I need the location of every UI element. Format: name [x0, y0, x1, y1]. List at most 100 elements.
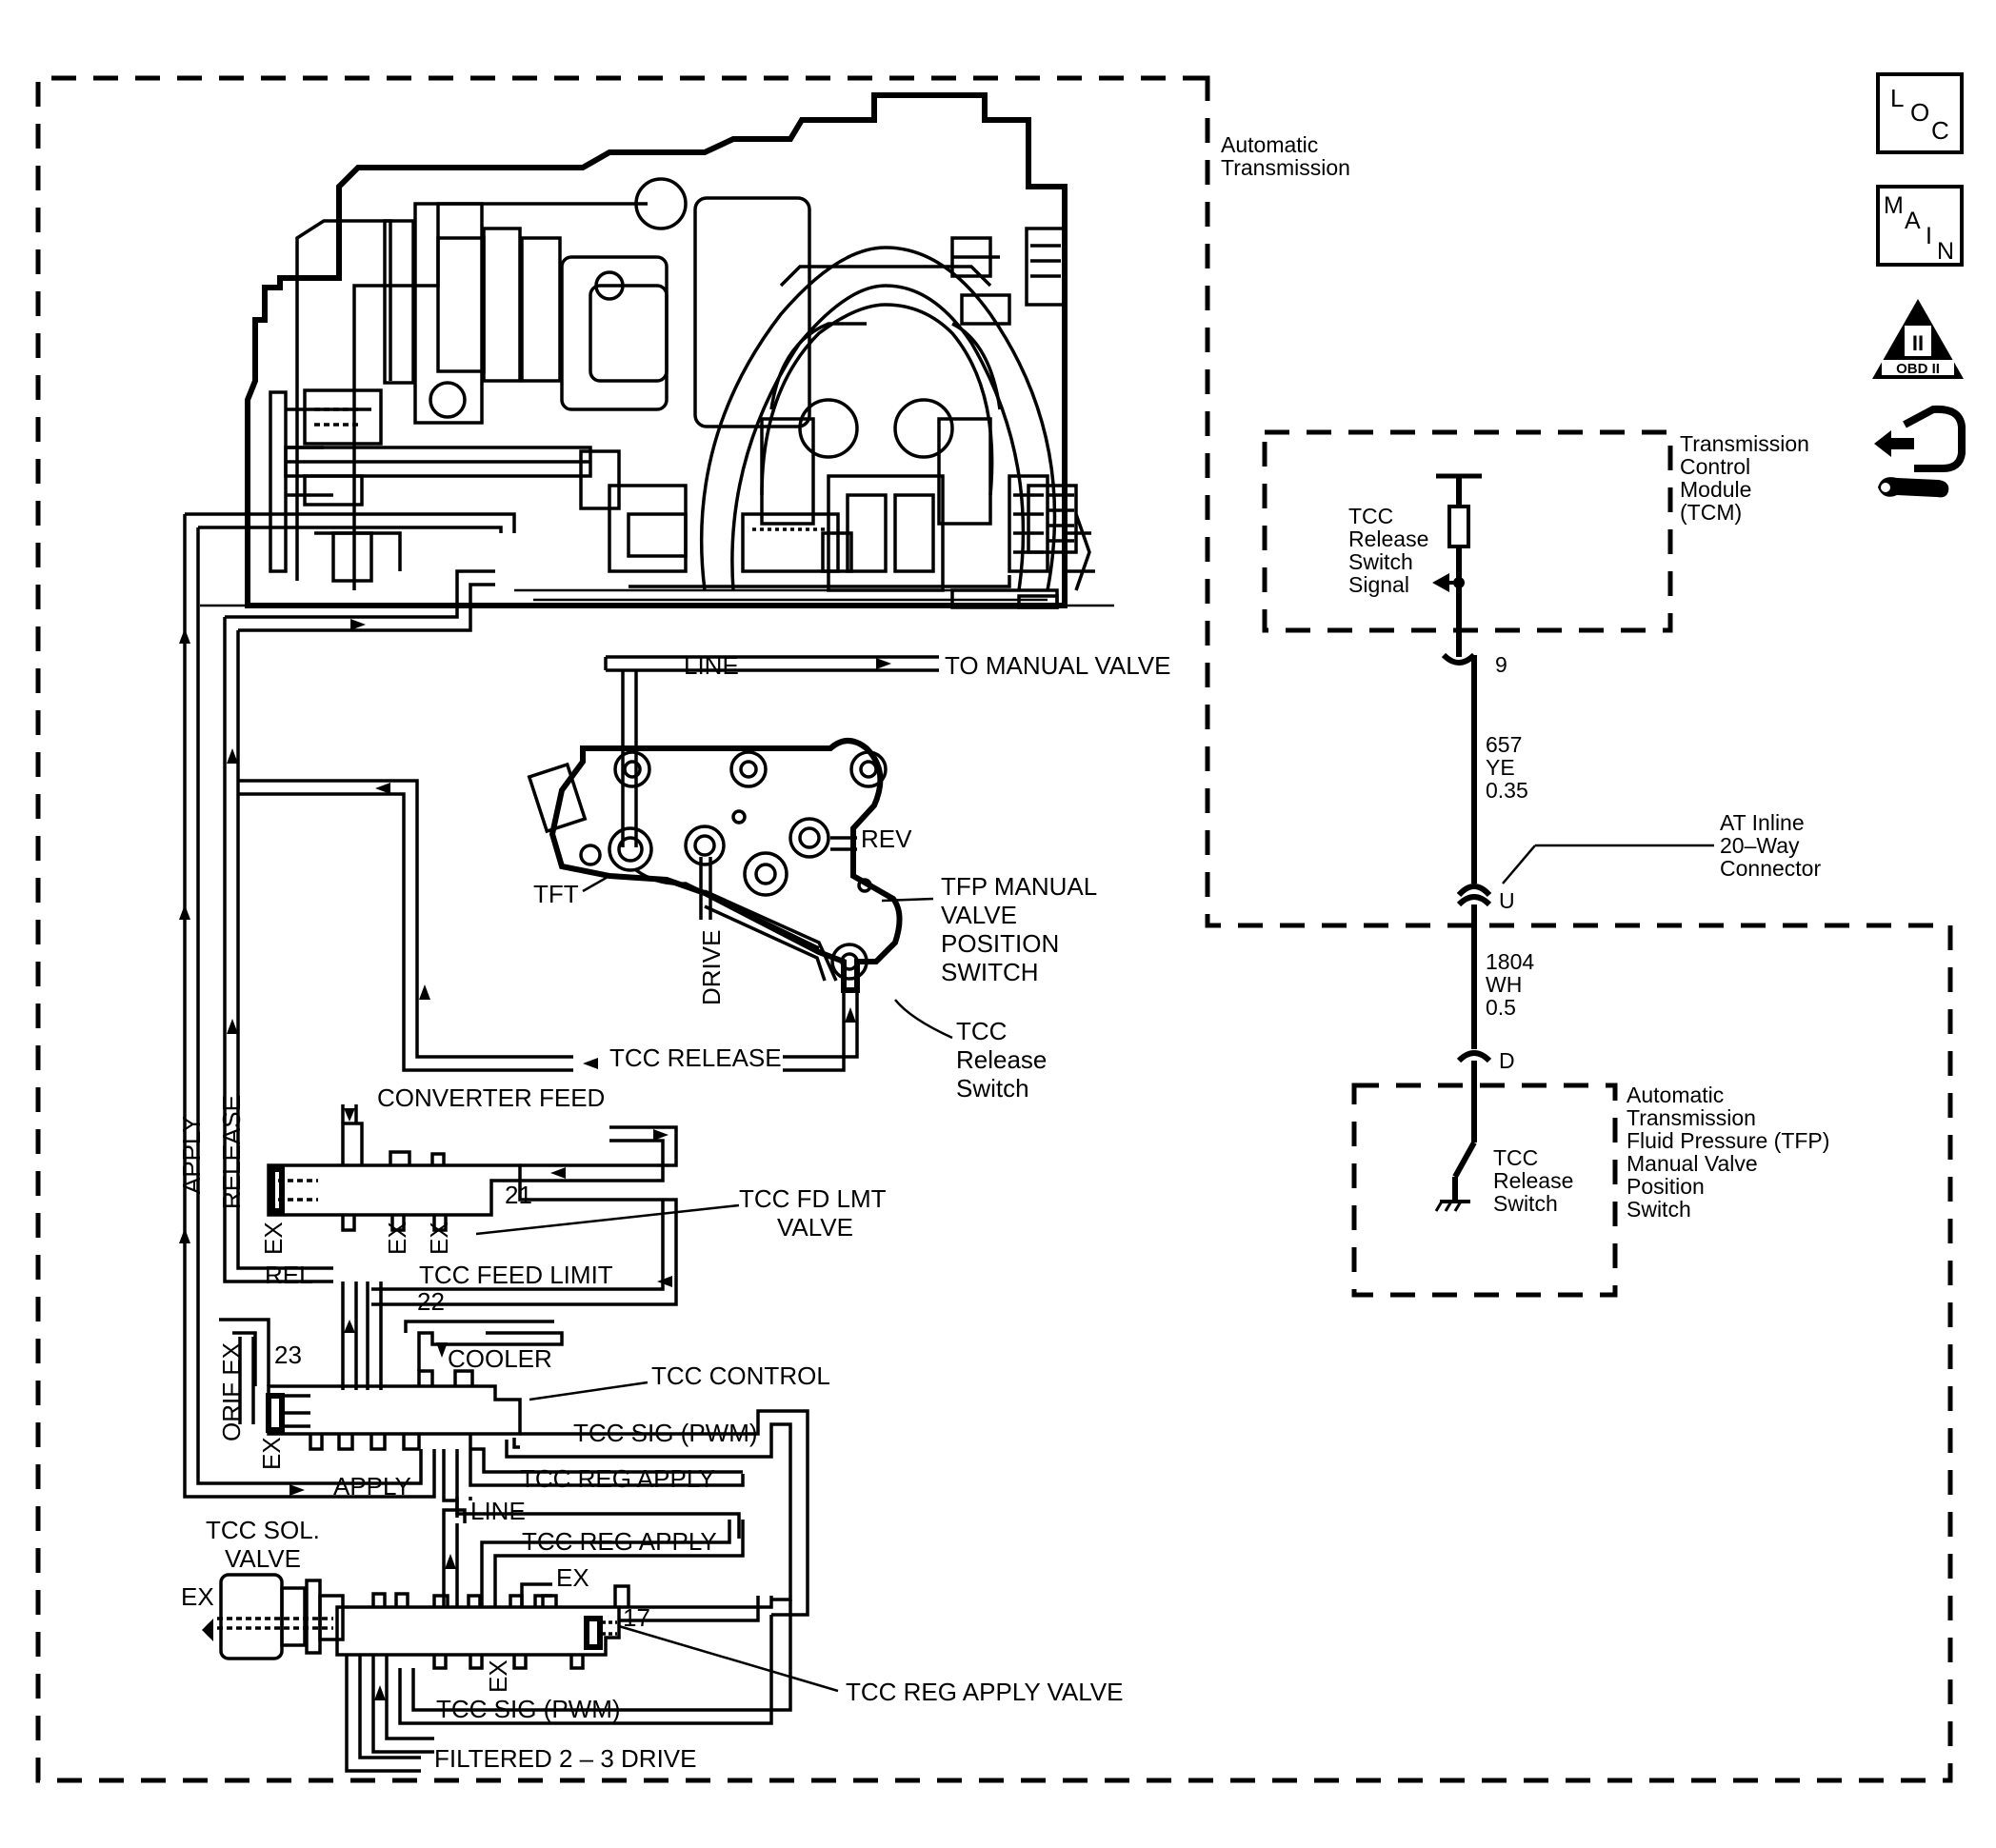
ex-label-fd-lmt-3: EX	[425, 1222, 453, 1255]
svg-text:TFP MANUAL: TFP MANUAL	[941, 872, 1097, 901]
orif-ex-label: ORIF EX	[217, 1342, 246, 1441]
main-icon-letter-m: M	[1884, 192, 1904, 219]
tfp-switch-assembly-label: Automatic Transmission Fluid Pressure (T…	[1627, 1083, 1829, 1222]
svg-text:Control: Control	[1680, 454, 1750, 479]
svg-text:WH: WH	[1486, 972, 1522, 997]
svg-text:POSITION: POSITION	[941, 929, 1059, 958]
svg-text:Transmission: Transmission	[1680, 431, 1809, 456]
svg-text:20–Way: 20–Way	[1720, 833, 1800, 858]
svg-text:Switch: Switch	[956, 1074, 1029, 1103]
pin-u-label: U	[1499, 888, 1515, 913]
hand-tool-icon[interactable]	[1874, 405, 1966, 498]
ex-label-solenoid: EX	[181, 1582, 214, 1611]
svg-text:Transmission: Transmission	[1221, 155, 1350, 180]
tcc-sig-pwm-label-lower: TCC SIG (PWM)	[436, 1695, 621, 1723]
at-inline-connector-leader	[1502, 845, 1536, 884]
svg-text:Release: Release	[1493, 1168, 1573, 1193]
svg-text:Switch: Switch	[1493, 1191, 1558, 1216]
svg-text:Manual Valve: Manual Valve	[1627, 1151, 1758, 1176]
tfp-switch-assembly-boundary	[1351, 1083, 1618, 1298]
svg-text:TCC: TCC	[956, 1017, 1007, 1045]
svg-text:Automatic: Automatic	[1221, 132, 1318, 157]
loc-icon-letter-c: C	[1931, 116, 1949, 145]
loc-icon-letter-o: O	[1910, 98, 1929, 127]
svg-text:AT Inline: AT Inline	[1720, 810, 1805, 835]
orifice-22-label: 22	[417, 1287, 445, 1316]
svg-text:TCC: TCC	[1348, 504, 1393, 528]
svg-text:Fluid Pressure (TFP): Fluid Pressure (TFP)	[1627, 1128, 1829, 1153]
transmission-case-illustration	[200, 92, 1114, 609]
circuit-657-label: 657 YE 0.35	[1486, 732, 1528, 803]
svg-text:TCC FD LMT: TCC FD LMT	[739, 1184, 887, 1213]
tfp-manual-valve-position-switch-body	[527, 738, 903, 993]
leader-lines	[475, 874, 953, 1693]
tcc-release-switch-module-label: TCC Release Switch	[1493, 1145, 1573, 1216]
ex-label-tcc-control: EX	[257, 1437, 286, 1470]
hydraulic-labels: LINE TO MANUAL VALVE REV TFT DRIVE TFP M…	[177, 651, 1170, 1773]
svg-text:Transmission: Transmission	[1627, 1105, 1756, 1130]
pin-d-label: D	[1499, 1048, 1515, 1073]
pin-9-label: 9	[1495, 652, 1507, 677]
svg-text:TCC: TCC	[1493, 1145, 1538, 1170]
svg-text:TCC SOL.: TCC SOL.	[206, 1516, 320, 1544]
tcc-reg-apply-label-lower: TCC REG APPLY	[522, 1527, 717, 1556]
svg-text:Release: Release	[1348, 527, 1428, 551]
apply-label: APPLY	[333, 1472, 411, 1500]
to-manual-valve-label: TO MANUAL VALVE	[945, 651, 1170, 680]
automatic-transmission-boundary	[35, 75, 1953, 1783]
svg-text:(TCM): (TCM)	[1680, 500, 1742, 525]
svg-text:Position: Position	[1627, 1174, 1705, 1199]
loc-icon-letter-l: L	[1890, 84, 1904, 112]
main-icon-letter-a: A	[1905, 208, 1921, 234]
svg-text:VALVE: VALVE	[941, 901, 1017, 929]
orifice-23-label: 23	[274, 1341, 302, 1369]
rel-label: REL	[265, 1261, 313, 1289]
ex-label-reg-apply-lower: EX	[484, 1659, 512, 1693]
circuit-1804-label: 1804 WH 0.5	[1486, 949, 1534, 1020]
svg-text:SWITCH: SWITCH	[941, 958, 1039, 986]
tcc-release-switch-symbol	[1434, 1061, 1477, 1212]
obd-ii-icon[interactable]: II OBD II	[1872, 299, 1964, 379]
rev-label: REV	[861, 825, 912, 853]
connector-pin-u	[1456, 884, 1492, 907]
tcc-control-label: TCC CONTROL	[651, 1361, 830, 1390]
tcc-feed-limit-label: TCC FEED LIMIT	[419, 1261, 613, 1289]
svg-text:657: 657	[1486, 732, 1522, 757]
line-label: LINE	[684, 651, 739, 680]
filtered-2-3-drive-label: FILTERED 2 – 3 DRIVE	[434, 1744, 697, 1773]
svg-text:Signal: Signal	[1348, 572, 1409, 597]
automatic-transmission-label: Automatic Transmission	[1221, 132, 1350, 180]
tcc-reg-apply-label-upper: TCC REG APPLY	[520, 1464, 715, 1493]
converter-feed-label: CONVERTER FEED	[377, 1083, 605, 1112]
tcc-release-switch-label: TCC Release Switch	[956, 1017, 1047, 1103]
ex-label-fd-lmt-1: EX	[259, 1222, 288, 1255]
main-icon-letter-i: I	[1926, 223, 1932, 249]
tft-label: TFT	[533, 880, 579, 908]
main-icon[interactable]: M A I N	[1876, 185, 1964, 267]
svg-text:Automatic: Automatic	[1627, 1083, 1724, 1107]
obd-ii-icon-label: OBD II	[1896, 361, 1940, 377]
tcc-control-valve	[219, 1318, 809, 1617]
svg-text:1804: 1804	[1486, 949, 1534, 974]
loc-icon[interactable]: L O C	[1876, 72, 1964, 154]
svg-text:Release: Release	[956, 1045, 1047, 1074]
svg-text:Module: Module	[1680, 477, 1751, 502]
apply-vertical-label: APPLY	[177, 1116, 206, 1194]
orifice-17-label: 17	[623, 1603, 650, 1632]
tcc-fd-lmt-valve-label: TCC FD LMT VALVE	[739, 1184, 887, 1242]
tcc-reg-apply-valve	[202, 1508, 792, 1773]
svg-text:Switch: Switch	[1627, 1197, 1691, 1222]
tcm-label: Transmission Control Module (TCM)	[1680, 431, 1809, 525]
release-vertical-label: RELEASE	[217, 1095, 246, 1209]
svg-text:0.35: 0.35	[1486, 778, 1528, 803]
line-label-lower: LINE	[470, 1497, 526, 1525]
tcc-reg-apply-valve-label: TCC REG APPLY VALVE	[846, 1678, 1123, 1706]
ex-label-fd-lmt-2: EX	[383, 1222, 411, 1255]
ex-label-reg-apply-upper: EX	[556, 1563, 589, 1592]
main-icon-letter-n: N	[1937, 238, 1954, 265]
cooler-label: COOLER	[448, 1344, 552, 1373]
drive-label: DRIVE	[697, 930, 726, 1005]
tfp-manual-valve-position-switch-label: TFP MANUAL VALVE POSITION SWITCH	[941, 872, 1097, 986]
hydraulic-passages	[179, 512, 939, 1499]
